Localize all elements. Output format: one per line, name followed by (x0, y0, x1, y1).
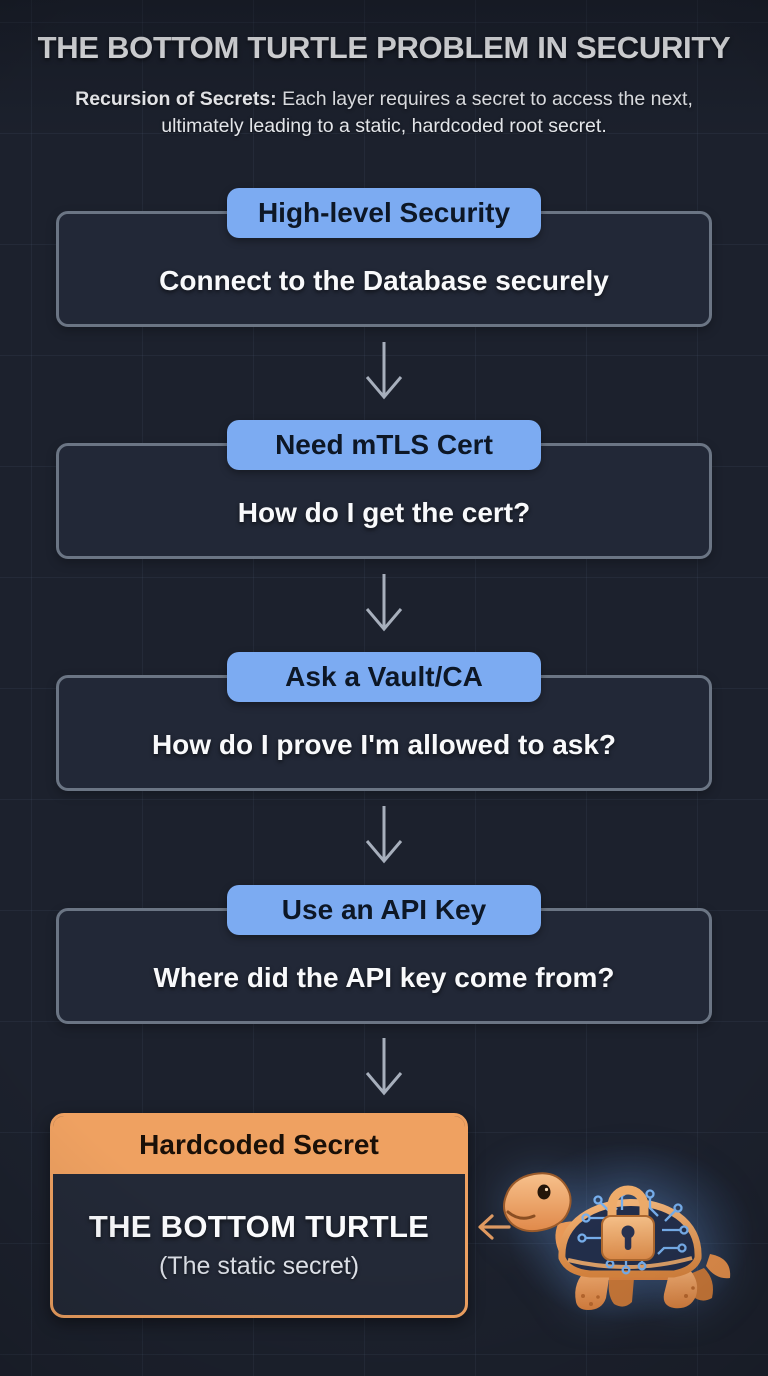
step-tab: Use an API Key (227, 885, 541, 935)
step-tab: High-level Security (227, 188, 541, 238)
flow-step-ask-vault-ca: How do I prove I'm allowed to ask? Ask a… (56, 652, 712, 791)
step-body-text: Where did the API key come from? (153, 962, 615, 993)
hardcoded-secret-header: Hardcoded Secret (53, 1116, 465, 1174)
bottom-turtle-subtitle: (The static secret) (158, 1251, 360, 1280)
page-title: THE BOTTOM TURTLE PROBLEM IN SECURITY (37, 30, 731, 65)
down-arrow-icon (365, 574, 403, 632)
flow-step-need-mtls-cert: How do I get the cert? Need mTLS Cert (56, 420, 712, 559)
step-tab: Ask a Vault/CA (227, 652, 541, 702)
subtitle: Recursion of Secrets: Each layer require… (54, 86, 714, 140)
bottom-box-content: THE BOTTOM TURTLE (The static secret) (53, 1174, 465, 1315)
down-arrow-icon (365, 1038, 403, 1096)
flow-step-use-api-key: Where did the API key come from? Use an … (56, 885, 712, 1024)
step-body-text: How do I prove I'm allowed to ask? (151, 729, 617, 760)
left-arrow-icon (478, 1214, 511, 1240)
down-arrow-icon (365, 342, 403, 400)
flow-step-high-level-security: Connect to the Database securely High-le… (56, 188, 712, 327)
step-body-text: Connect to the Database securely (159, 265, 609, 296)
bottom-turtle-title: THE BOTTOM TURTLE (88, 1208, 430, 1244)
step-tab-label: Need mTLS Cert (275, 429, 493, 460)
subtitle-lead: Recursion of Secrets: (75, 88, 277, 110)
padlock-icon (601, 1185, 655, 1261)
bottom-turtle-box: Hardcoded Secret THE BOTTOM TURTLE (The … (50, 1113, 468, 1318)
down-arrow-icon (365, 806, 403, 864)
step-tab: Need mTLS Cert (227, 420, 541, 470)
step-box: Connect to the Database securely (56, 211, 712, 327)
subtitle-rest: Each layer requires a secret to access t… (161, 88, 693, 137)
step-tab-label: Use an API Key (281, 894, 487, 925)
step-tab-label: High-level Security (257, 197, 511, 228)
step-tab-label: Ask a Vault/CA (285, 661, 483, 692)
circuit-turtle-lock-icon (503, 1141, 754, 1325)
step-body-text: How do I get the cert? (237, 497, 531, 528)
